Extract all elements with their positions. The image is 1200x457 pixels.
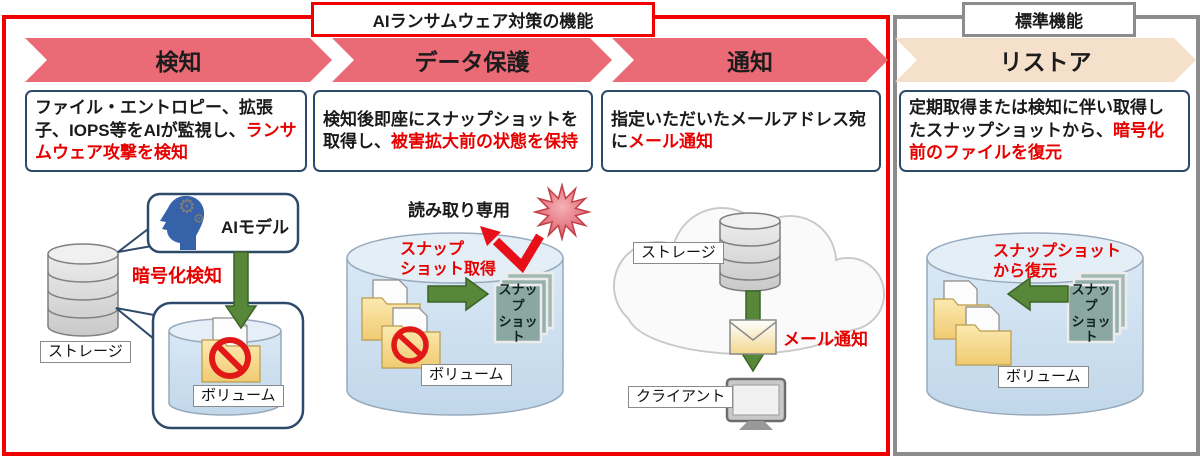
storage-label-notify: ストレージ: [633, 242, 724, 264]
red-deflect-arrow-icon: [480, 226, 544, 274]
envelope-icon: [729, 319, 777, 355]
desc-notify: 指定いただいたメールアドレス宛にメール通知: [601, 90, 881, 172]
step-detect: 検知: [25, 38, 332, 82]
ai-model-label: AIモデル: [221, 218, 289, 237]
desc-notify-red: メール通知: [628, 132, 713, 151]
mail-notify-note: メール通知: [783, 330, 868, 349]
desc-restore-black: 定期取得または検知に伴い取得したスナップショットから、: [909, 98, 1164, 140]
standard-banner-label: 標準機能: [1015, 12, 1083, 31]
green-arrow-left-icon: [1006, 276, 1069, 312]
desc-notify-black: 指定いただいたメールアドレス宛に: [611, 109, 866, 151]
step-protect: データ保護: [332, 38, 612, 82]
ai-features-banner-label: AIランサムウェア対策の機能: [372, 12, 594, 31]
gear-small-icon: ⚙: [193, 211, 205, 226]
client-label: クライアント: [628, 386, 734, 408]
starburst-icon: [532, 182, 592, 242]
volume-label-restore: ボリューム: [998, 366, 1089, 388]
standard-banner: 標準機能: [962, 2, 1136, 37]
desc-protect: 検知後即座にスナップショットを取得し、被害拡大前の状態を保持: [313, 90, 593, 172]
snapshot-stack-icon: [493, 271, 555, 344]
readonly-note: 読み取り専用: [408, 201, 510, 220]
ai-head-icon: [160, 195, 205, 250]
desc-protect-red: 被害拡大前の状態を保持: [391, 132, 578, 151]
gear-icon: ⚙: [178, 196, 196, 218]
monitor-icon: [725, 377, 787, 430]
desc-restore: 定期取得または検知に伴い取得したスナップショットから、暗号化前のファイルを復元: [899, 90, 1190, 172]
prohibition-icon: [391, 326, 429, 364]
step-restore-label: リストア: [999, 49, 1092, 75]
desc-protect-black: 検知後即座にスナップショットを取得し、: [323, 109, 578, 151]
infected-file-icon: [201, 316, 261, 383]
protect-files-icon: [361, 279, 441, 369]
volume-label-detect: ボリューム: [193, 385, 284, 407]
volume-label-protect: ボリューム: [421, 364, 512, 386]
green-arrow-right-icon: [427, 276, 490, 312]
restore-snapshot-label: スナップ ショット: [1071, 282, 1111, 345]
step-protect-label: データ保護: [414, 49, 530, 75]
snapshot-take-note: スナップ ショット取得: [400, 241, 497, 278]
encryption-detect-note: 暗号化検知: [132, 266, 222, 286]
ai-features-banner: AIランサムウェア対策の機能: [311, 2, 655, 37]
step-notify: 通知: [612, 38, 888, 82]
restore-snapshot-stack-icon: [1066, 271, 1128, 344]
desc-detect-black: ファイル・エントロピー、拡張子、IOPS等をAIが監視し、: [35, 98, 273, 140]
notify-storage-database-icon: [719, 212, 781, 292]
step-notify-label: 通知: [727, 49, 773, 75]
storage-database-icon: [47, 243, 119, 337]
snapshot-stack-label: スナップ ショット: [498, 282, 538, 345]
storage-label: ストレージ: [40, 341, 131, 363]
desc-detect: ファイル・エントロピー、拡張子、IOPS等をAIが監視し、ランサムウェア攻撃を検…: [25, 90, 307, 172]
step-detect-label: 検知: [155, 49, 202, 75]
desc-restore-red: 暗号化前のファイルを復元: [909, 120, 1164, 163]
restore-note: スナップショット から復元: [993, 243, 1122, 280]
prohibition-icon: [209, 337, 251, 379]
green-arrow-down-icon: [224, 251, 258, 330]
desc-detect-red: ランサムウェア攻撃を検知: [35, 120, 297, 163]
step-restore: リストア: [895, 38, 1196, 82]
restored-files-icon: [933, 280, 1012, 366]
